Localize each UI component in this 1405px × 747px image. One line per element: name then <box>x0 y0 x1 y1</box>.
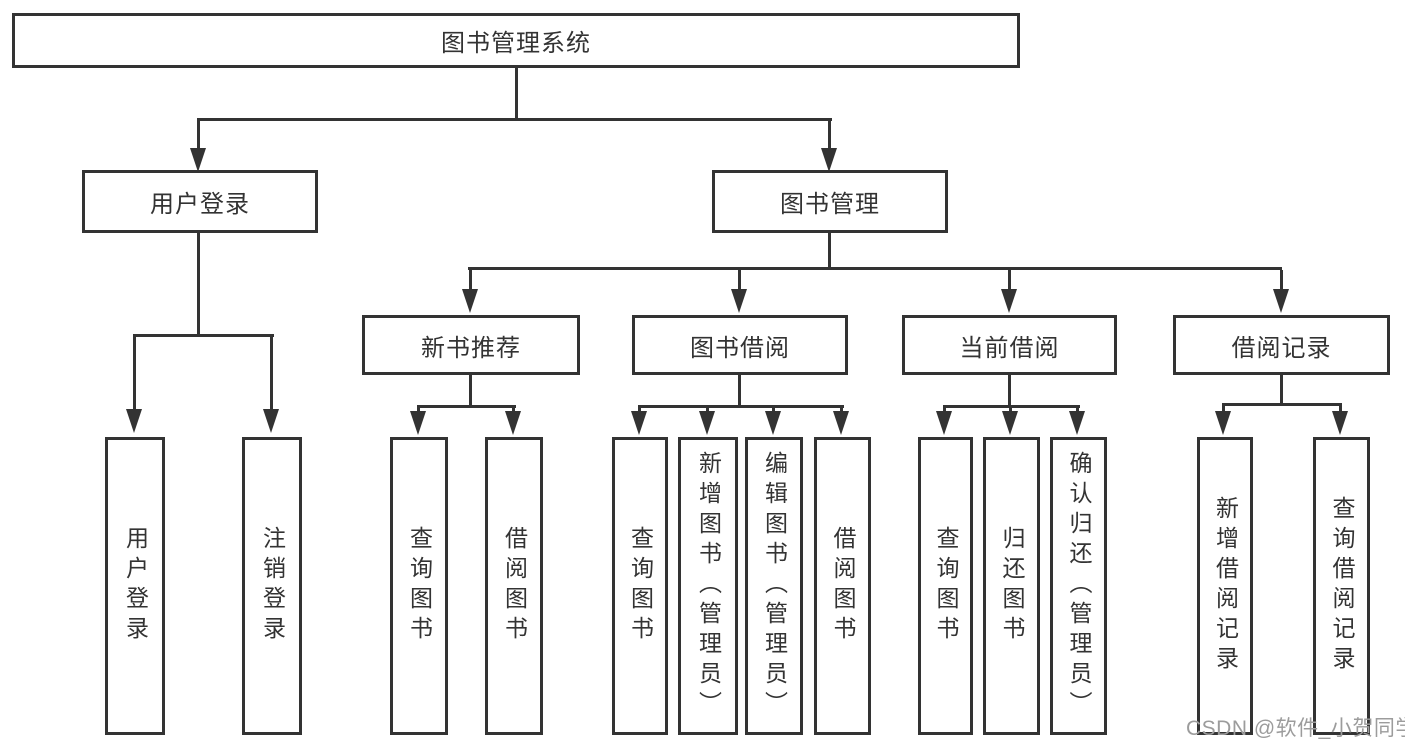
connector-arrow-br-query <box>1332 406 1348 435</box>
leaf-logout-login: 注销登录 <box>242 437 302 735</box>
leaf-bb-borrow-books: 借阅图书 <box>814 437 871 735</box>
connector-arrow-book-mgmt <box>821 121 837 172</box>
connector-book-mgmt-stem <box>828 232 831 270</box>
node-new-book-recommend: 新书推荐 <box>362 315 580 375</box>
connector-root-stem <box>515 67 518 121</box>
connector-arrow-user-login <box>190 121 206 172</box>
leaf-user-login: 用户登录 <box>105 437 165 735</box>
leaf-nbr-borrow-books-label: 借阅图书 <box>501 526 528 646</box>
leaf-cb-query-books: 查询图书 <box>918 437 973 735</box>
connector-book-borrow-stem <box>738 374 741 408</box>
leaf-bb-borrow-books-label: 借阅图书 <box>830 526 856 646</box>
connector-bus-level3 <box>468 267 1282 270</box>
leaf-bb-add-books-admin: 新增图书（管理员） <box>678 437 738 735</box>
connector-arrow-bb-query <box>631 408 647 435</box>
connector-bus-new-book-rec <box>417 405 516 408</box>
leaf-br-add-record: 新增借阅记录 <box>1197 437 1253 735</box>
connector-bus-current-borrow <box>943 405 1080 408</box>
leaf-logout-login-label: 注销登录 <box>259 526 286 646</box>
node-borrow-records: 借阅记录 <box>1173 315 1390 375</box>
connector-arrow-cb-confirm <box>1069 408 1085 435</box>
leaf-nbr-query-books-label: 查询图书 <box>406 526 433 646</box>
connector-borrow-records-stem <box>1280 374 1283 405</box>
connector-arrow-bb-borrow <box>833 408 849 435</box>
leaf-user-login-label: 用户登录 <box>122 526 149 646</box>
leaf-br-add-record-label: 新增借阅记录 <box>1212 496 1239 676</box>
connector-bus-user-login <box>133 334 274 337</box>
leaf-cb-confirm-return-admin-label: 确认归还（管理员） <box>1066 451 1092 721</box>
connector-arrow-leaf-logout <box>263 337 279 433</box>
connector-arrow-current-borrow <box>1001 270 1017 313</box>
connector-arrow-cb-query <box>936 408 952 435</box>
leaf-cb-query-books-label: 查询图书 <box>933 526 959 646</box>
connector-arrow-new-book-rec <box>462 270 478 313</box>
connector-bus-book-borrow <box>638 405 844 408</box>
connector-arrow-cb-return <box>1002 408 1018 435</box>
connector-arrow-bb-edit <box>765 408 781 435</box>
connector-arrow-leaf-login <box>126 337 142 433</box>
leaf-bb-query-books: 查询图书 <box>612 437 668 735</box>
leaf-bb-query-books-label: 查询图书 <box>627 526 654 646</box>
node-book-management: 图书管理 <box>712 170 948 233</box>
leaf-nbr-query-books: 查询图书 <box>390 437 448 735</box>
connector-arrow-borrow-records <box>1273 270 1289 313</box>
connector-user-login-stem <box>197 232 200 337</box>
node-book-borrow: 图书借阅 <box>632 315 848 375</box>
leaf-bb-edit-books-admin-label: 编辑图书（管理员） <box>761 451 788 721</box>
connector-arrow-bb-add <box>699 408 715 435</box>
leaf-cb-return-books-label: 归还图书 <box>999 526 1025 646</box>
connector-new-book-rec-stem <box>469 374 472 408</box>
csdn-watermark: CSDN @软件_小贺同学 <box>1186 717 1405 740</box>
leaf-br-query-record: 查询借阅记录 <box>1313 437 1370 735</box>
node-current-borrow: 当前借阅 <box>902 315 1117 375</box>
connector-arrow-nbr-borrow <box>505 408 521 435</box>
connector-arrow-nbr-query <box>410 408 426 435</box>
node-root: 图书管理系统 <box>12 13 1020 68</box>
leaf-cb-return-books: 归还图书 <box>983 437 1040 735</box>
node-user-login: 用户登录 <box>82 170 318 233</box>
leaf-nbr-borrow-books: 借阅图书 <box>485 437 543 735</box>
connector-bus-borrow-records <box>1222 403 1342 406</box>
connector-arrow-book-borrow <box>731 270 747 313</box>
leaf-br-query-record-label: 查询借阅记录 <box>1329 496 1355 676</box>
connector-bus-level2 <box>197 118 832 121</box>
leaf-cb-confirm-return-admin: 确认归还（管理员） <box>1050 437 1107 735</box>
leaf-bb-edit-books-admin: 编辑图书（管理员） <box>745 437 803 735</box>
connector-current-borrow-stem <box>1008 374 1011 408</box>
connector-arrow-br-add <box>1215 406 1231 435</box>
leaf-bb-add-books-admin-label: 新增图书（管理员） <box>695 451 722 721</box>
